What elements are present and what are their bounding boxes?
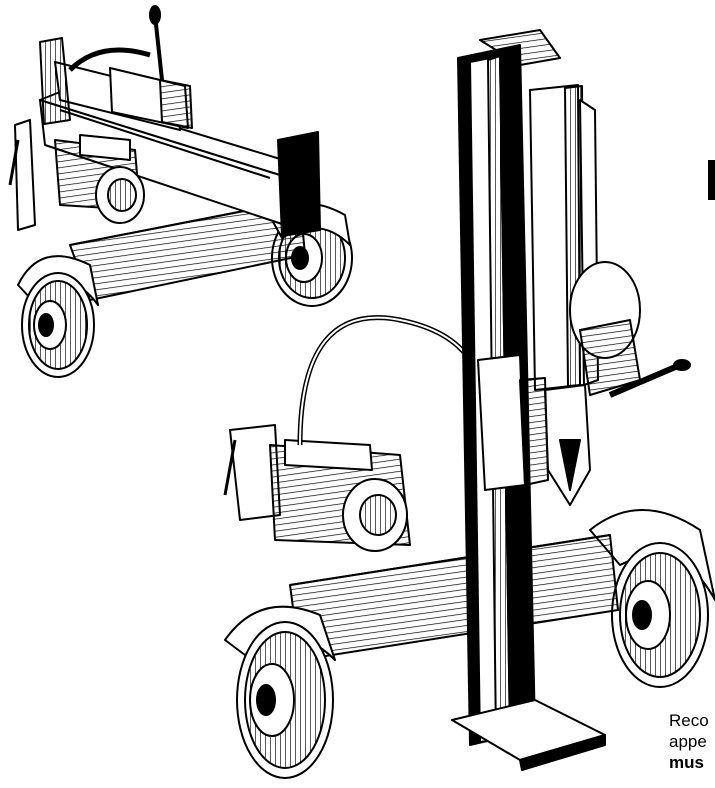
cropped-caption-text: Reco appe mus xyxy=(669,710,715,773)
vertical-splitter-left-wheel xyxy=(224,605,336,779)
horizontal-log-splitter-illustration xyxy=(8,5,353,378)
vertical-log-splitter-illustration xyxy=(223,29,715,779)
caption-line-2: appe xyxy=(669,732,707,751)
splitter-front-wheel xyxy=(17,255,99,378)
cropped-heading-glyph xyxy=(708,160,715,200)
caption-line-3: mus xyxy=(669,753,704,772)
caption-line-1: Reco xyxy=(669,711,709,730)
vertical-splitter-right-wheel xyxy=(589,509,715,688)
